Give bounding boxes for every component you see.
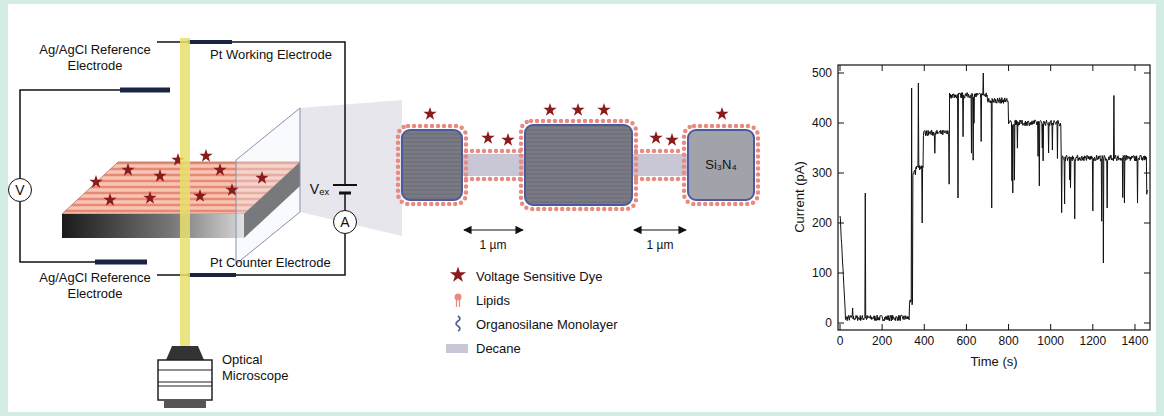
legend-text: Organosilane Monolayer	[476, 317, 618, 332]
meter-circle: A	[333, 210, 357, 234]
axis-title: Time (s)	[970, 354, 1017, 370]
part-label: 1 µm	[480, 238, 507, 252]
tick-label: 600	[956, 334, 976, 348]
legend-entry: Decane	[444, 338, 521, 358]
axis-title: Current (pA)	[792, 161, 808, 233]
tick-label: 200	[812, 216, 832, 230]
legend-sample	[444, 290, 476, 310]
part-label: Pt Working Electrode	[210, 47, 332, 63]
part-label: Pt Counter Electrode	[210, 255, 331, 271]
tick-label: 0	[837, 334, 844, 348]
tick-label: 100	[812, 266, 832, 280]
legend-text: Voltage Sensitive Dye	[476, 269, 602, 284]
tick-label: 400	[914, 334, 934, 348]
legend-text: Lipids	[476, 293, 510, 308]
legend-sample	[444, 314, 476, 334]
part-label: 1 µm	[647, 238, 674, 252]
tick-label: 1200	[1079, 334, 1106, 348]
tick-label: 500	[812, 66, 832, 80]
part-label: Ag/AgCl Reference Electrode	[33, 270, 158, 301]
meter-symbol: V	[15, 182, 24, 198]
tick-label: 1000	[1037, 334, 1064, 348]
tick-label: 200	[872, 334, 892, 348]
legend-swatch	[446, 344, 468, 353]
tick-label: 800	[999, 334, 1019, 348]
current-trace	[840, 73, 1148, 321]
legend-entry: Organosilane Monolayer	[444, 314, 618, 334]
meter-circle: V	[8, 178, 32, 202]
part-label: Si₃N₄	[705, 157, 737, 173]
tick-label: 300	[812, 166, 832, 180]
part-label: Vₑₓ	[310, 181, 329, 198]
tick-label: 0	[825, 316, 832, 330]
meter-symbol: A	[340, 214, 349, 230]
part-label: Ag/AgCl Reference Electrode	[33, 42, 158, 73]
legend-entry: Lipids	[444, 290, 510, 310]
legend-entry: Voltage Sensitive Dye	[444, 266, 602, 286]
legend-sample	[444, 266, 476, 286]
tick-label: 1400	[1122, 334, 1149, 348]
part-label: Optical Microscope	[222, 352, 302, 383]
legend-text: Decane	[476, 341, 521, 356]
tick-label: 400	[812, 116, 832, 130]
